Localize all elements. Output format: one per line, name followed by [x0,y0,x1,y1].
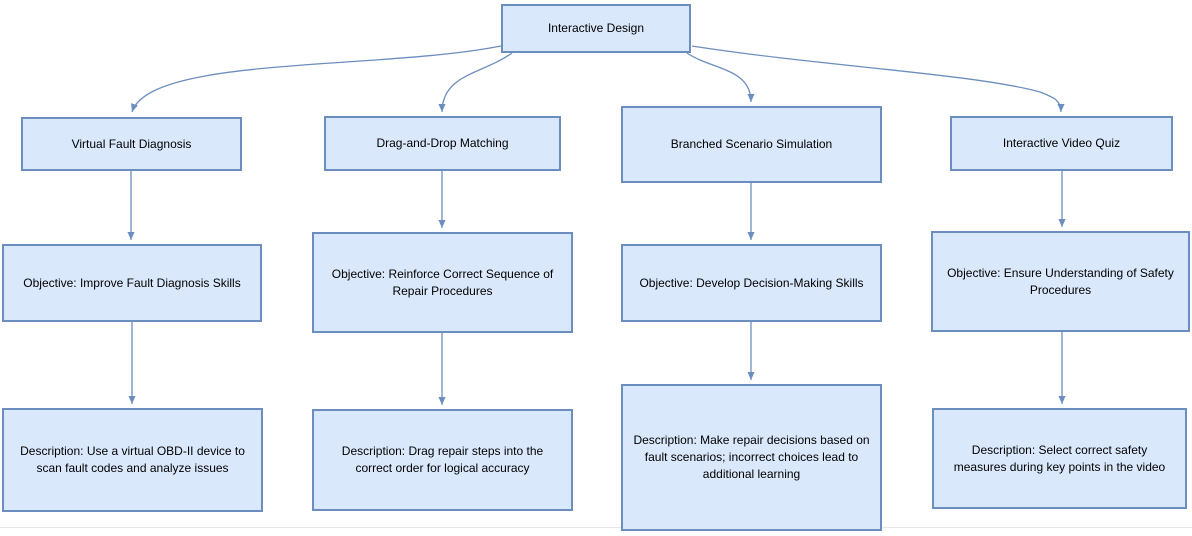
node-objective-decision-making[interactable]: Objective: Develop Decision-Making Skill… [621,244,882,322]
node-objective-repair-sequence-label: Objective: Reinforce Correct Sequence of… [331,266,554,298]
node-objective-safety-understanding[interactable]: Objective: Ensure Understanding of Safet… [931,231,1190,332]
node-description-repair-sequence[interactable]: Description: Drag repair steps into the … [312,409,573,511]
node-objective-repair-sequence[interactable]: Objective: Reinforce Correct Sequence of… [312,232,573,333]
connector-root-to-col1 [131,45,502,113]
page-boundary-line [0,527,1192,528]
node-interactive-design[interactable]: Interactive Design [501,4,691,53]
node-description-decision-making-label: Description: Make repair decisions based… [633,433,870,481]
node-description-safety-measures-label: Description: Select correct safety measu… [953,442,1166,474]
node-interactive-design-label: Interactive Design [547,21,645,36]
node-objective-decision-making-label: Objective: Develop Decision-Making Skill… [639,275,864,290]
node-interactive-video-quiz[interactable]: Interactive Video Quiz [950,116,1173,171]
node-objective-fault-diagnosis[interactable]: Objective: Improve Fault Diagnosis Skill… [2,244,262,322]
node-drag-and-drop-matching-label: Drag-and-Drop Matching [376,136,509,151]
node-description-repair-sequence-label: Description: Drag repair steps into the … [341,444,544,475]
node-objective-fault-diagnosis-label: Objective: Improve Fault Diagnosis Skill… [23,275,241,290]
node-description-safety-measures[interactable]: Description: Select correct safety measu… [932,408,1187,509]
node-interactive-video-quiz-label: Interactive Video Quiz [1002,136,1121,151]
node-description-decision-making[interactable]: Description: Make repair decisions based… [621,384,882,531]
node-virtual-fault-diagnosis[interactable]: Virtual Fault Diagnosis [21,117,242,171]
node-virtual-fault-diagnosis-label: Virtual Fault Diagnosis [71,136,192,151]
node-drag-and-drop-matching[interactable]: Drag-and-Drop Matching [324,116,561,171]
node-branched-scenario-simulation[interactable]: Branched Scenario Simulation [621,106,882,183]
connector-root-to-col3 [686,52,755,103]
node-branched-scenario-simulation-label: Branched Scenario Simulation [670,137,833,152]
node-description-fault-diagnosis-label: Description: Use a virtual OBD-II device… [20,444,245,475]
node-description-fault-diagnosis[interactable]: Description: Use a virtual OBD-II device… [2,408,263,512]
connector-root-to-col2 [438,52,513,113]
node-objective-safety-understanding-label: Objective: Ensure Understanding of Safet… [947,265,1174,297]
connector-root-to-col4 [691,45,1065,113]
